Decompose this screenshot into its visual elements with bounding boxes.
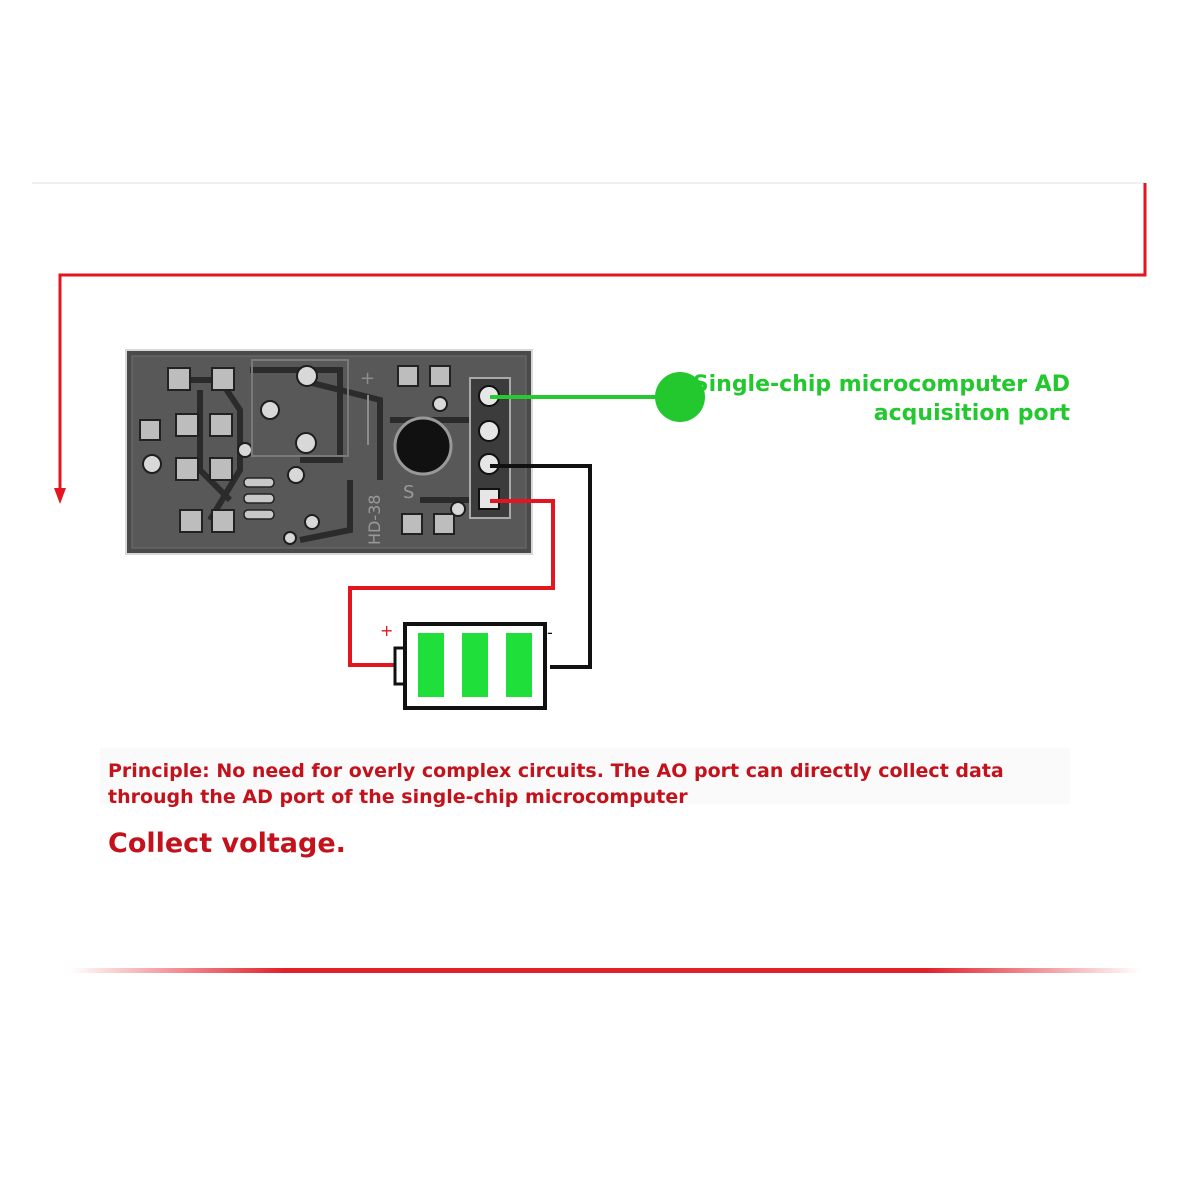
bottom-divider	[70, 968, 1140, 973]
principle-text: Principle: No need for overly complex ci…	[108, 758, 1088, 810]
silkscreen-model: HD-38	[365, 495, 384, 545]
ad-port-label: Single-chip microcomputer AD acquisition…	[640, 370, 1070, 428]
principle-line1: Principle: No need for overly complex ci…	[108, 760, 1004, 782]
ad-port-label-line1: Single-chip microcomputer AD	[692, 372, 1070, 397]
svg-text:+: +	[360, 368, 375, 389]
mounting-hole	[393, 416, 453, 476]
red-signal-line	[58, 183, 1147, 490]
gnd-black-wire	[490, 464, 592, 669]
ad-port-dot	[655, 372, 705, 422]
battery-plus-label: +	[380, 621, 393, 640]
silkscreen-s: S	[403, 482, 414, 503]
arrow-down-icon	[54, 488, 66, 504]
battery-minus-label: -	[547, 623, 553, 642]
vcc-red-wire	[348, 499, 555, 667]
battery-icon: + -	[380, 621, 553, 710]
ad-port-label-line2: acquisition port	[873, 401, 1070, 426]
sensor-pcb: + S HD-38	[125, 349, 533, 555]
collect-voltage-heading: Collect voltage.	[108, 828, 346, 859]
principle-line2: through the AD port of the single-chip m…	[108, 786, 688, 808]
